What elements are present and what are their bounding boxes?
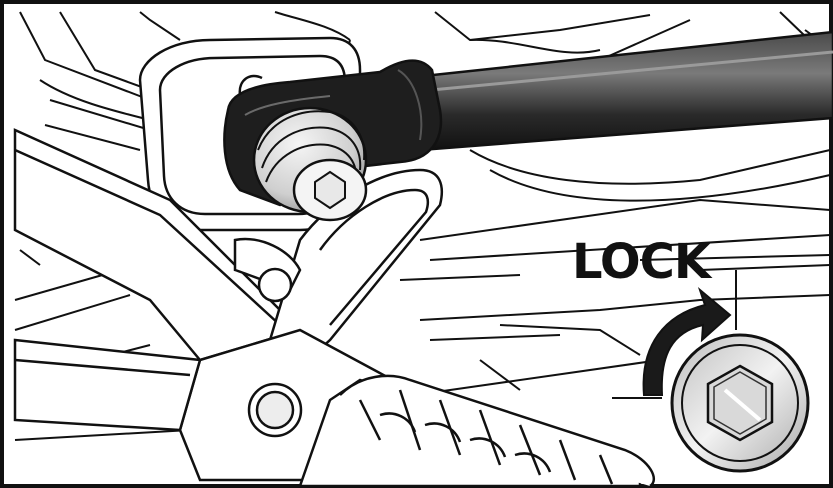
hanger-arm bbox=[13, 128, 444, 482]
footpeg bbox=[298, 374, 656, 488]
torque-wrench bbox=[223, 30, 833, 222]
callout-leaders bbox=[612, 270, 737, 399]
hex-socket-bolt-icon bbox=[670, 333, 810, 473]
lock-label: LOCK bbox=[572, 234, 711, 290]
arrow-lock-icon bbox=[642, 286, 732, 396]
